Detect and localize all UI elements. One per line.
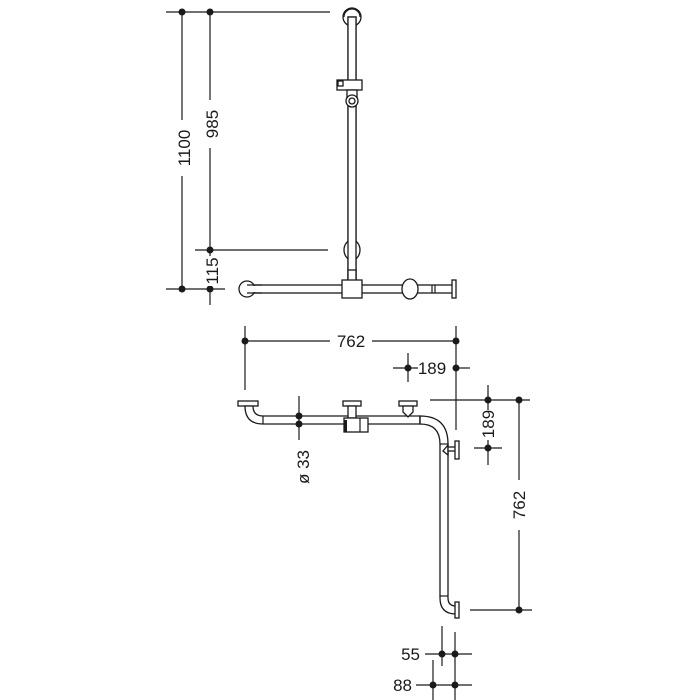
offset-dimension-top: 189 — [393, 353, 470, 382]
dim-985: 985 — [203, 110, 222, 138]
width-dimension: 762 — [241, 326, 460, 430]
dim-762-depth: 762 — [510, 491, 529, 519]
height-dimensions: 1100 985 115 — [166, 8, 330, 305]
dim-55: 55 — [401, 645, 420, 664]
diameter-dimension: ø 33 — [294, 396, 313, 484]
front-elevation-view: 1100 985 115 — [166, 7, 457, 305]
dim-189-top: 189 — [418, 359, 446, 378]
dim-762-width: 762 — [337, 332, 365, 351]
dim-1100: 1100 — [175, 130, 194, 167]
dim-88: 88 — [393, 676, 412, 695]
shower-head-holder — [336, 79, 363, 108]
dim-diameter-33: ø 33 — [294, 450, 313, 484]
plan-horizontal-tube — [237, 400, 460, 619]
horizontal-grab-bar — [238, 278, 457, 300]
vertical-grab-bar — [336, 7, 363, 283]
wall-distance-dimensions: 55 88 — [393, 626, 472, 700]
dim-115: 115 — [203, 257, 222, 284]
depth-dimension: 762 — [470, 396, 532, 614]
offset-dimension-side: 189 — [430, 385, 530, 465]
top-plan-view: 762 189 — [237, 326, 532, 700]
dim-189-side: 189 — [479, 410, 498, 438]
